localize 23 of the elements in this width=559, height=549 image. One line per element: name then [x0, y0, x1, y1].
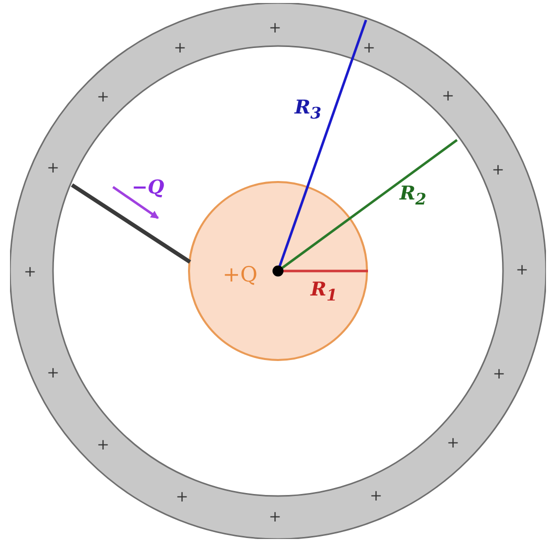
plus-sign: +	[268, 510, 282, 524]
conducting-shell	[10, 3, 546, 539]
plus-sign: +	[370, 488, 382, 504]
charge-label: +Q	[222, 264, 258, 286]
radius-label: R$_{2}$	[400, 184, 426, 208]
radius-label: R$_{3}$	[294, 98, 322, 122]
plus-sign: +	[96, 438, 110, 452]
charge-label: −Q	[132, 178, 164, 198]
plus-sign: +	[46, 366, 60, 380]
plus-sign: +	[174, 40, 186, 56]
plus-sign: +	[516, 262, 528, 278]
radius-label: R$_{1}$	[310, 280, 338, 304]
plus-sign: +	[268, 20, 282, 36]
plus-sign: +	[176, 490, 188, 504]
plus-sign: +	[96, 90, 110, 104]
plus-sign: +	[24, 264, 36, 280]
plus-sign: +	[492, 162, 504, 178]
plus-sign: +	[362, 40, 376, 56]
plus-sign: +	[46, 160, 60, 176]
plus-sign: +	[442, 88, 454, 104]
connecting-wire	[70, 183, 192, 264]
plus-sign: +	[492, 366, 506, 382]
plus-sign: +	[446, 436, 460, 450]
